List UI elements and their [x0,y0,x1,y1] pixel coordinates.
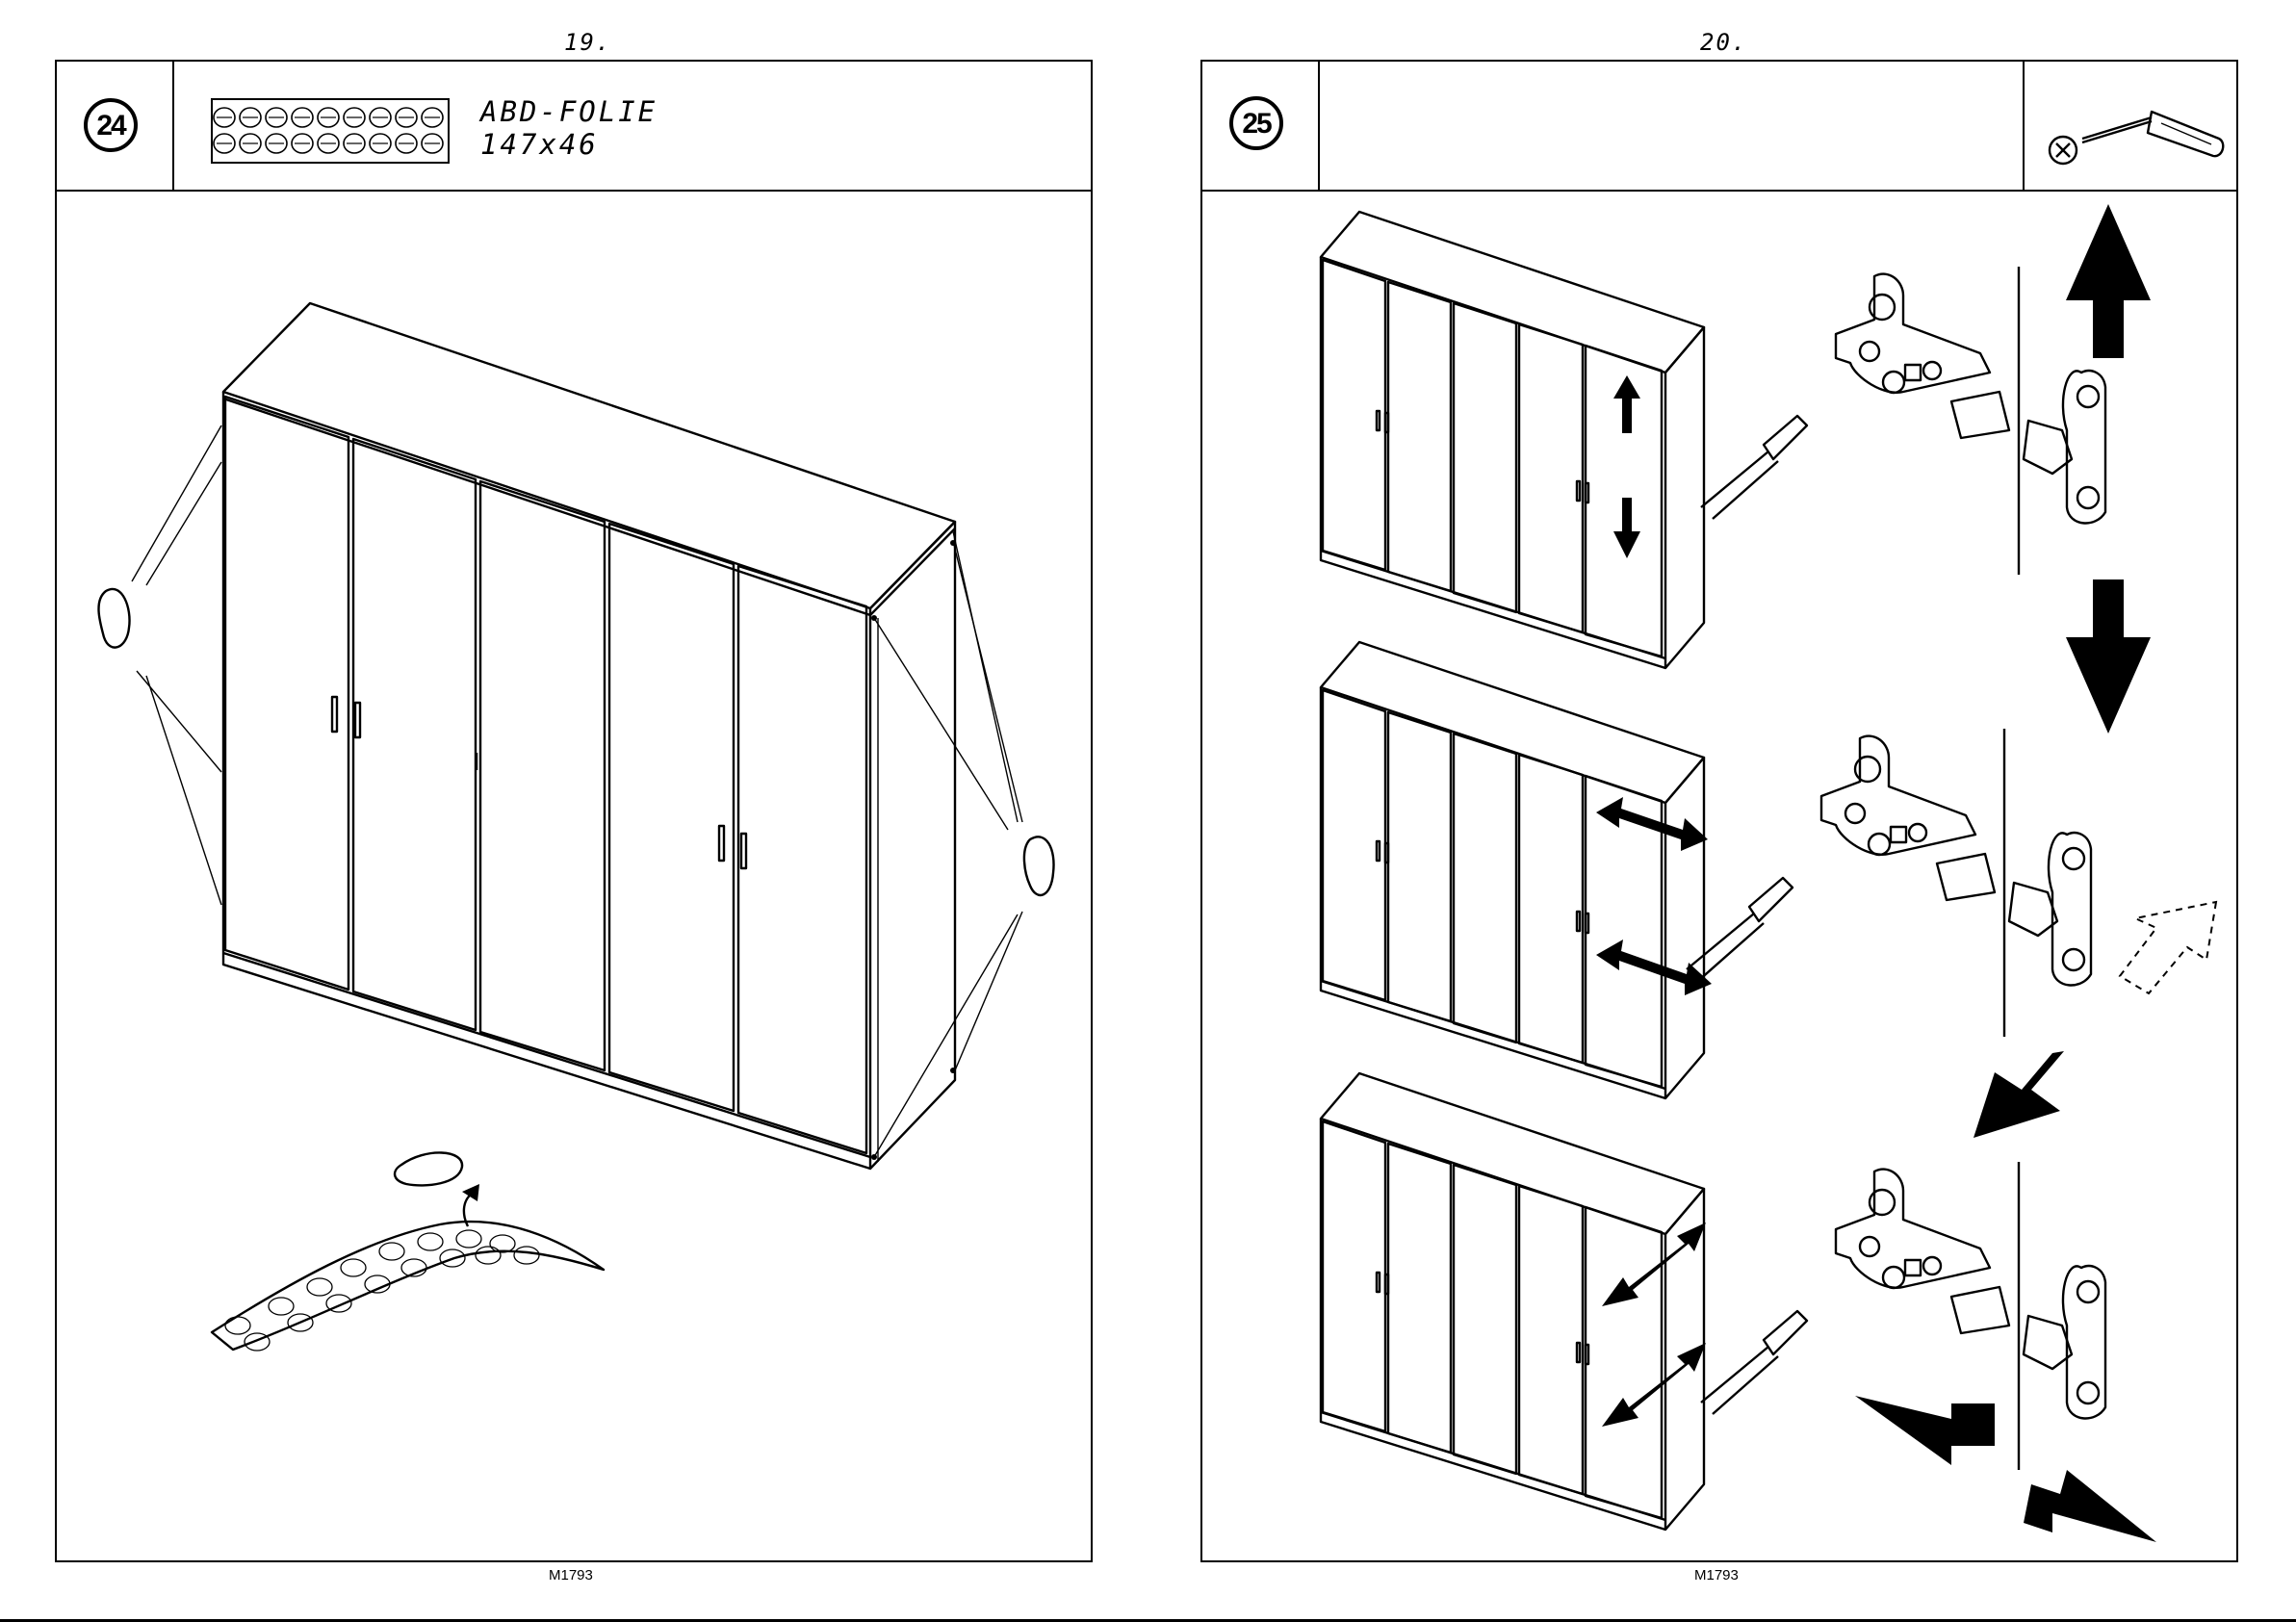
step-number-badge: 25 [1229,96,1283,150]
footer-code-right: M1793 [1694,1567,1739,1583]
tool-cell [2023,62,2236,190]
phillips-screwdriver-icon [2038,100,2231,177]
page-number-left: 19. [564,29,611,56]
step-25-header: 25 [1202,62,2236,192]
step-24-header: 24 ABD-FOLIE 147x46 [57,62,1091,192]
wardrobe-felt-pads-illustration [57,196,1095,1544]
step-24-panel: 24 ABD-FOLIE 147x46 [55,60,1093,1562]
page-number-right: 20. [1700,29,1747,56]
step-number-cell: 25 [1202,62,1320,190]
step-25-panel: 25 [1200,60,2238,1562]
part-name: ABD-FOLIE [480,96,658,127]
felt-pad-sheet-icon [211,98,451,166]
part-size: 147x46 [480,129,599,160]
step-number-badge: 24 [84,98,138,152]
step-number-cell: 24 [57,62,174,190]
footer-code-left: M1793 [549,1567,593,1583]
hinge-adjustment-illustration [1202,196,2240,1544]
